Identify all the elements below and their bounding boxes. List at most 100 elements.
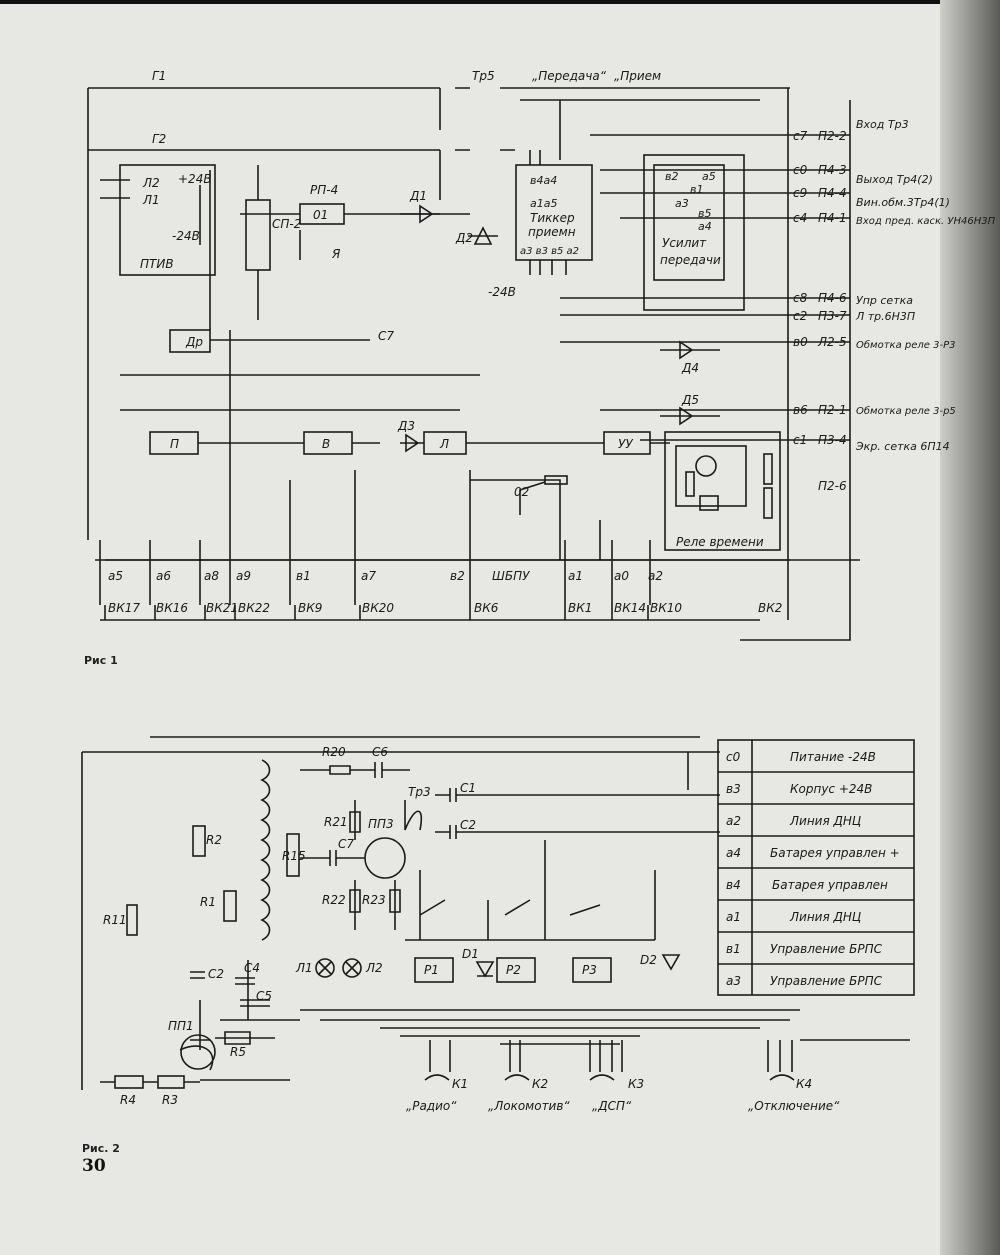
d4-label: Д4: [681, 361, 699, 375]
sp2-label: СП-2: [272, 217, 301, 231]
fig1-bus-labels: а5 а6 а8 а9 в1 а7 в2 а1 а0 а2 ВК17 ВК16 …: [108, 569, 782, 615]
plus24-label: +24В: [178, 172, 212, 186]
right-desc: Вход пред. каск. УН46Н3П: [856, 216, 996, 227]
right-desc: Упр сетка: [856, 294, 913, 307]
key-k3: К3: [628, 1077, 644, 1091]
bus-pin: в2: [450, 569, 465, 583]
r22-label: R22: [322, 893, 346, 907]
right-conn: П2-6: [818, 479, 847, 493]
c7-label: С7: [378, 329, 394, 343]
r20-label: R20: [322, 745, 346, 759]
g1-label: Г1: [152, 69, 166, 83]
vk-label: ВК22: [238, 601, 270, 615]
table-pin: а4: [726, 846, 741, 860]
amp-pin-b5: в5: [698, 207, 711, 220]
ticker-pins-bot: а3 в3 в5 а2: [520, 246, 579, 257]
ticker-minus24: -24В: [488, 285, 516, 299]
o1-label: 01: [313, 208, 328, 222]
page-top-rule: [0, 0, 1000, 4]
right-conn: П3-7: [818, 309, 847, 323]
amp-pin-a4: а4: [698, 220, 712, 233]
vk-label: ВК2: [758, 601, 782, 615]
right-pin: в0: [793, 335, 808, 349]
vk-label: ВК16: [156, 601, 188, 615]
p3-label: Р3: [582, 963, 597, 977]
right-pin: в6: [793, 403, 808, 417]
ya-label: Я: [331, 247, 341, 261]
d2-label: D2: [640, 953, 657, 967]
d2-label: Д2: [455, 231, 473, 245]
right-conn: П2-2: [818, 129, 847, 143]
r2-label: R2: [206, 833, 222, 847]
bus-pin: а1: [568, 569, 583, 583]
r4-label: R4: [120, 1093, 136, 1107]
table-pin: а1: [726, 910, 741, 924]
bus-label: ШБПУ: [492, 569, 530, 583]
book-spine-shadow: [940, 0, 1000, 1255]
l2-label: Л2: [142, 176, 160, 190]
lamp2-label: Л2: [365, 961, 383, 975]
p2-label: Р2: [506, 963, 521, 977]
right-conn: П4-4: [818, 186, 847, 200]
bus-pin: а9: [236, 569, 251, 583]
c6-label: С6: [372, 745, 388, 759]
key-name-dsp: „ДСП“: [592, 1099, 632, 1113]
fig2-wiring: [81, 736, 915, 1090]
r11-label: R11: [103, 913, 127, 927]
receive-label: „Прием: [614, 69, 661, 83]
right-conn: П2-1: [818, 403, 847, 417]
fig1-labels: Г1 Г2 Тр5 „Передача“ „Прием Л2 Л1 +24В -…: [140, 69, 764, 583]
key-k1: К1: [452, 1077, 468, 1091]
c2-top-label: С2: [460, 818, 476, 832]
table-pin: в3: [726, 782, 741, 796]
r5-label: R5: [230, 1045, 246, 1059]
bus-pin: в1: [296, 569, 311, 583]
fig2-table: с0 Питание -24В в3 Корпус +24В а2 Линия …: [726, 750, 900, 988]
right-pin: с0: [793, 163, 808, 177]
right-desc: Экр. сетка 6П14: [855, 440, 950, 453]
amp-pin-b1: в1: [690, 183, 703, 196]
v-block-label: В: [322, 437, 330, 451]
vk-label: ВК10: [650, 601, 682, 615]
bus-pin: а2: [648, 569, 663, 583]
pp3-label: ПП3: [368, 817, 394, 831]
table-pin: в4: [726, 878, 741, 892]
vk-label: ВК14: [614, 601, 646, 615]
key-k4: К4: [796, 1077, 812, 1091]
right-pin: с1: [793, 433, 807, 447]
table-desc: Батарея управлен: [772, 878, 888, 892]
ticker-pins-top: в4а4: [530, 174, 557, 187]
bus-pin: а8: [204, 569, 219, 583]
lamp1-label: Л1: [295, 961, 313, 975]
fig2-caption: Рис. 2: [82, 1142, 120, 1155]
right-desc: Обмотка реле 3-Р3: [856, 339, 955, 351]
right-conn: П3-4: [818, 433, 847, 447]
c7-label: С7: [338, 837, 354, 851]
ticker-pins-mid: а1а5: [530, 197, 557, 210]
key-name-loco: „Локомотив“: [488, 1099, 570, 1113]
r21-label: R21: [324, 815, 348, 829]
table-desc: Линия ДНЦ: [789, 910, 861, 924]
r15-label: R15: [282, 849, 306, 863]
rp4-label: РП-4: [310, 183, 338, 197]
ptiv-label: ПТИВ: [140, 257, 174, 271]
vk-label: ВК6: [474, 601, 499, 615]
right-desc: Вин.обм.3Тр4(1): [856, 196, 950, 209]
bus-pin: а5: [108, 569, 123, 583]
ticker-label-2: приемн: [528, 225, 576, 239]
vk-label: ВК21: [206, 601, 238, 615]
tr3-label: Тр3: [408, 785, 431, 799]
right-pin: с8: [793, 291, 808, 305]
amp-label-2: передачи: [660, 253, 721, 267]
c4-label: С4: [244, 961, 260, 975]
bus-pin: а0: [614, 569, 629, 583]
bus-pin: а7: [361, 569, 376, 583]
r1-label: R1: [200, 895, 216, 909]
table-desc: Управление БРПС: [770, 942, 883, 956]
amp-pin-a5: а5: [702, 170, 716, 183]
table-desc: Батарея управлен +: [770, 846, 900, 860]
right-desc: Обмотка реле 3-р5: [856, 405, 956, 417]
table-desc: Питание -24В: [790, 750, 876, 764]
key-k2: К2: [532, 1077, 548, 1091]
